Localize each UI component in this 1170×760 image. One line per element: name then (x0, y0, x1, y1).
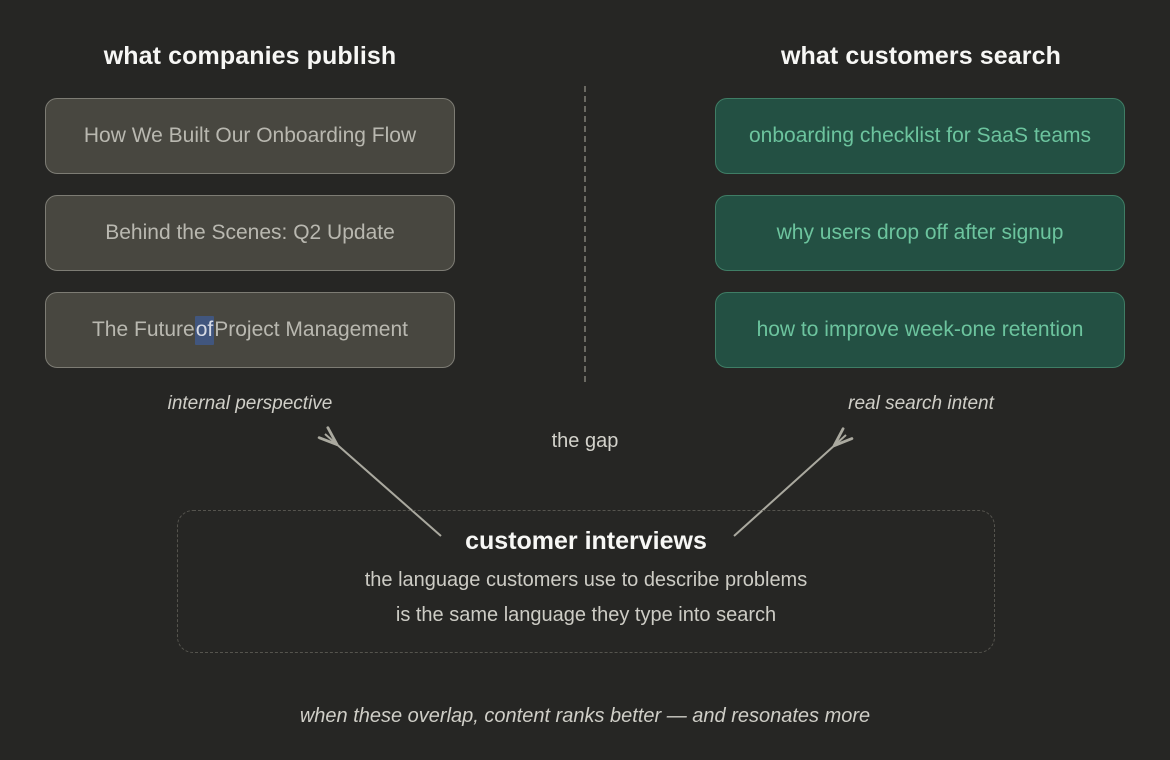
publish-card-1[interactable]: Behind the Scenes: Q2 Update (45, 195, 455, 271)
publish-card-2[interactable]: The Future of Project Management (45, 292, 455, 368)
publish-card-2-text-before: The Future (91, 318, 195, 341)
column-heading-publish: what companies publish (103, 42, 397, 70)
search-card-1[interactable]: why users drop off after signup (715, 195, 1125, 271)
gap-label: the gap (551, 430, 619, 452)
column-caption-search: real search intent (848, 393, 994, 414)
column-caption-publish: internal perspective (167, 393, 333, 414)
insight-line-1: is the same language they type into sear… (395, 604, 777, 626)
insight-box (177, 510, 995, 653)
footer-note: when these overlap, content ranks better… (299, 705, 871, 727)
column-heading-search: what customers search (781, 42, 1061, 70)
insight-title: customer interviews (465, 527, 707, 555)
publish-card-0[interactable]: How We Built Our Onboarding Flow (45, 98, 455, 174)
text-selection-highlight[interactable]: of (194, 315, 215, 345)
insight-line-0: the language customers use to describe p… (364, 569, 808, 591)
center-divider (584, 86, 586, 382)
publish-card-2-text-after: Project Management (214, 318, 408, 341)
search-card-0[interactable]: onboarding checklist for SaaS teams (715, 98, 1125, 174)
search-card-2[interactable]: how to improve week-one retention (715, 292, 1125, 368)
